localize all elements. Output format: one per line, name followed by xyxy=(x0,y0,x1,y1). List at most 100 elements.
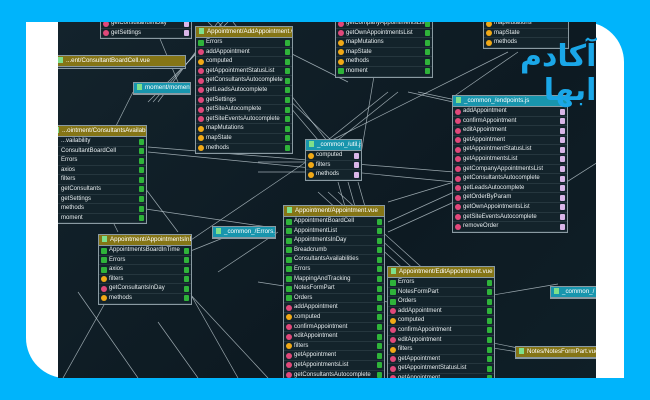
member-row[interactable]: NotesFormPart xyxy=(388,288,494,298)
member-row[interactable]: getCompanyAppointmentsList xyxy=(336,22,432,29)
link-port-icon[interactable] xyxy=(560,146,565,153)
link-port-icon[interactable] xyxy=(560,156,565,163)
link-port-icon[interactable] xyxy=(377,295,382,302)
member-row[interactable]: getSettings xyxy=(101,29,191,39)
member-row[interactable]: getSettings xyxy=(196,96,292,106)
link-port-icon[interactable] xyxy=(377,314,382,321)
member-row[interactable]: removeOrder xyxy=(453,222,567,232)
member-row[interactable]: getAppointment xyxy=(453,136,567,146)
link-port-icon[interactable] xyxy=(425,49,430,56)
member-row[interactable]: ConsultantsAvailabilities xyxy=(284,255,384,265)
member-row[interactable]: getSiteAutocomplete xyxy=(196,105,292,115)
link-port-icon[interactable] xyxy=(560,118,565,125)
module-consultants-availabilities[interactable]: ...ointment/ConsultantsAvailabilities.vu… xyxy=(58,125,147,225)
member-row[interactable]: methods xyxy=(99,294,191,304)
module-title[interactable]: moment/moment.d.ts xyxy=(134,83,190,94)
link-port-icon[interactable] xyxy=(560,194,565,201)
link-port-icon[interactable] xyxy=(487,346,492,353)
link-port-icon[interactable] xyxy=(560,223,565,230)
link-port-icon[interactable] xyxy=(139,176,144,183)
link-port-icon[interactable] xyxy=(184,257,189,264)
member-row[interactable]: getAppointmentsList xyxy=(284,361,384,371)
member-row[interactable]: confirmAppointment xyxy=(388,326,494,336)
module-common-partial[interactable]: _common_/ xyxy=(550,286,596,299)
member-row[interactable]: editAppointment xyxy=(284,332,384,342)
module-title[interactable]: Notes/NotesFormPart.vue xyxy=(516,347,596,358)
link-port-icon[interactable] xyxy=(487,337,492,344)
link-port-icon[interactable] xyxy=(425,68,430,75)
member-row[interactable]: getAppointmentsList xyxy=(453,155,567,165)
module-title[interactable]: Appointment/AppointmentsInDay.vue xyxy=(99,235,191,246)
module-title[interactable]: Appointment/EditAppointment.vue xyxy=(388,267,494,278)
link-port-icon[interactable] xyxy=(377,285,382,292)
member-row[interactable]: filters xyxy=(99,275,191,285)
member-row[interactable]: mapState xyxy=(196,134,292,144)
link-port-icon[interactable] xyxy=(487,356,492,363)
module-title[interactable]: ...ointment/ConsultantsAvailabilities.vu… xyxy=(58,126,146,137)
member-row[interactable]: getAppointmentStatusList xyxy=(196,67,292,77)
module-consultant-board-cell[interactable]: ...ent/ConsultantBoardCell.vue xyxy=(58,55,186,69)
member-row[interactable]: Errors xyxy=(58,156,146,166)
link-port-icon[interactable] xyxy=(560,204,565,211)
member-row[interactable]: getLeadsAutocomplete xyxy=(196,86,292,96)
link-port-icon[interactable] xyxy=(560,127,565,134)
member-row[interactable]: computed xyxy=(284,313,384,323)
link-port-icon[interactable] xyxy=(487,279,492,286)
member-row[interactable]: getSiteEventsAutocomplete xyxy=(453,213,567,223)
link-port-icon[interactable] xyxy=(139,196,144,203)
member-row[interactable]: getConsultantsAutocomplete xyxy=(196,76,292,86)
link-port-icon[interactable] xyxy=(377,276,382,283)
link-port-icon[interactable] xyxy=(487,317,492,324)
module-title[interactable]: _common_/util.js xyxy=(306,140,361,151)
link-port-icon[interactable] xyxy=(184,276,189,283)
link-port-icon[interactable] xyxy=(487,365,492,372)
link-port-icon[interactable] xyxy=(487,327,492,334)
module-title[interactable]: Appointment/Appointment.vue xyxy=(284,206,384,217)
member-row[interactable]: getConsultantsAutocomplete xyxy=(453,174,567,184)
link-port-icon[interactable] xyxy=(487,308,492,315)
member-row[interactable]: getAppointmentStatusList xyxy=(388,364,494,374)
link-port-icon[interactable] xyxy=(377,266,382,273)
link-port-icon[interactable] xyxy=(285,97,290,104)
link-port-icon[interactable] xyxy=(425,30,430,37)
member-row[interactable]: getAppointment xyxy=(284,351,384,361)
member-row[interactable]: confirmAppointment xyxy=(453,117,567,127)
member-row[interactable]: methods xyxy=(196,144,292,154)
link-port-icon[interactable] xyxy=(139,148,144,155)
link-port-icon[interactable] xyxy=(184,266,189,273)
member-row[interactable]: mapState xyxy=(336,48,432,58)
link-port-icon[interactable] xyxy=(285,39,290,46)
member-row[interactable]: mapMutations xyxy=(336,38,432,48)
member-row[interactable]: moment xyxy=(58,214,146,224)
member-row[interactable]: computed xyxy=(306,151,361,161)
link-port-icon[interactable] xyxy=(285,116,290,123)
link-port-icon[interactable] xyxy=(184,247,189,254)
member-row[interactable]: filters xyxy=(306,161,361,171)
module-title[interactable]: _common_/Errors.js xyxy=(213,227,275,238)
member-row[interactable]: addAppointment xyxy=(453,107,567,117)
link-port-icon[interactable] xyxy=(560,137,565,144)
member-row[interactable]: ...vailability xyxy=(58,137,146,147)
link-port-icon[interactable] xyxy=(377,304,382,311)
module-title[interactable]: _common_/ xyxy=(551,287,596,298)
member-row[interactable]: moment xyxy=(336,67,432,77)
link-port-icon[interactable] xyxy=(560,108,565,115)
member-row[interactable]: getLeadsAutocomplete xyxy=(453,184,567,194)
member-row[interactable]: getConsultantsInDay xyxy=(101,22,191,29)
member-row[interactable] xyxy=(58,67,185,68)
link-port-icon[interactable] xyxy=(560,166,565,173)
member-row[interactable]: getAppointmentStatusList xyxy=(453,145,567,155)
link-port-icon[interactable] xyxy=(285,145,290,152)
module-title[interactable]: _common_/endpoints.js xyxy=(453,96,567,107)
member-row[interactable]: computed xyxy=(196,57,292,67)
member-row[interactable]: filters xyxy=(58,175,146,185)
link-port-icon[interactable] xyxy=(425,58,430,65)
member-row[interactable]: AppointmentsBoardInTime xyxy=(99,246,191,256)
link-port-icon[interactable] xyxy=(560,214,565,221)
link-port-icon[interactable] xyxy=(285,125,290,132)
